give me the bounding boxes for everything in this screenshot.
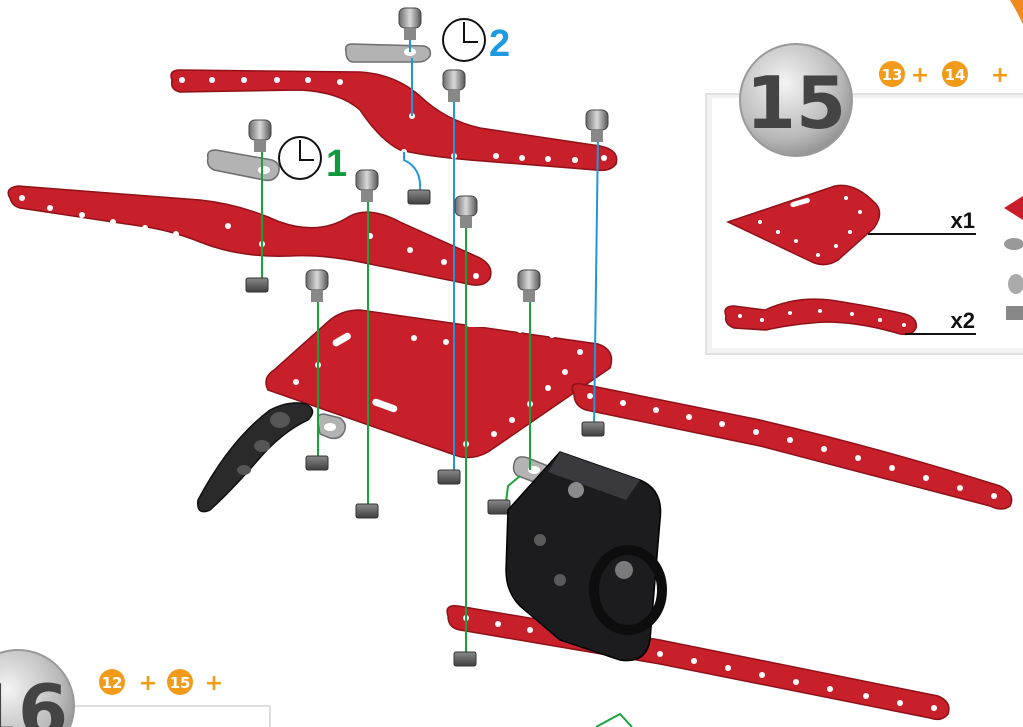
nut-icon [356,504,378,518]
clock-icon [279,137,321,179]
bolt-icon [443,70,465,102]
nut-icon [582,422,604,436]
clock-icon [443,19,485,61]
part-1-quantity: x1 [951,208,975,233]
step-16-plus-2: + [205,671,223,696]
sub-step-1-number: 1 [326,143,347,185]
nut-icon [488,500,510,514]
sub-step-2-number: 2 [489,23,510,65]
nut-icon [454,652,476,666]
bolt-icon [399,8,421,40]
bolt-icon [518,270,540,302]
step-15-panel: 15 13 + 14 + x1 x2 [706,44,1023,354]
bolt-icon [455,196,477,228]
orange-corner-fragment [1010,0,1023,24]
bracket-icon [318,414,346,438]
step-16-number: 16 [0,669,68,727]
part-2-quantity: x2 [951,308,975,333]
green-outline-fragment [596,714,632,727]
bolt-icon [356,170,378,202]
nut-icon [408,190,430,204]
cropped-nut-thumbnail [1006,306,1023,320]
bottom-long-strip [447,606,949,720]
step-15-plus-2: + [991,63,1009,88]
step-16-panel: 16 12 + 15 + [0,650,270,727]
bolt-icon [586,110,608,142]
step-16-require-1: 12 [102,674,123,692]
nut-icon [438,470,460,484]
step-15-number: 15 [746,61,846,145]
nut-icon [306,456,328,470]
step-16-plus-1: + [139,671,157,696]
nut-icon [246,278,268,292]
bolt-icon [249,120,271,152]
bracket-icon [208,150,280,180]
step-15-require-2: 14 [945,66,966,84]
step-15-plus-1: + [911,63,929,88]
curved-arm-part [198,403,313,512]
bolt-icon [306,270,328,302]
step-16-require-2: 15 [170,674,191,692]
bracket-icon [346,44,431,62]
step-15-require-1: 13 [882,66,903,84]
